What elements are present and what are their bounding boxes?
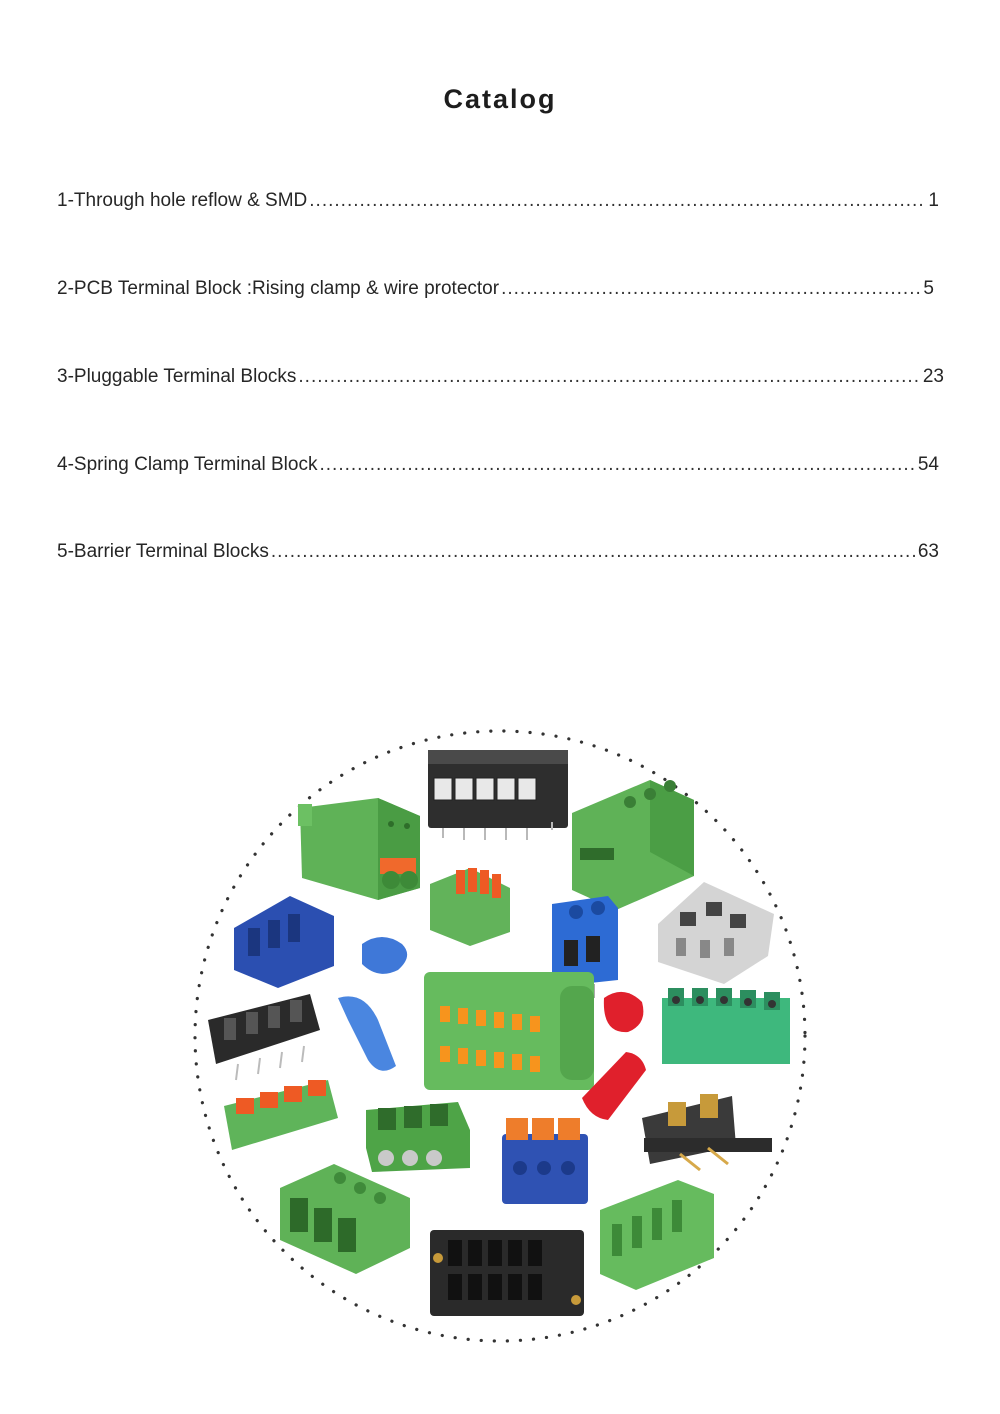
blue-terminal-orange-levers <box>502 1118 588 1204</box>
toc-dot-leader <box>309 190 926 212</box>
green-pcb-block-orange-push <box>224 1080 338 1150</box>
toc-page-number: 23 <box>922 366 944 387</box>
toc-entry-pluggable[interactable]: 3-Pluggable Terminal Blocks 23 <box>57 366 944 396</box>
toc-dot-leader <box>271 541 916 563</box>
toc-entry-barrier[interactable]: 5-Barrier Terminal Blocks 63 <box>57 541 939 571</box>
toc-entry-label: 5-Barrier Terminal Blocks <box>57 541 269 562</box>
toc-page-number: 54 <box>917 454 939 475</box>
green-pluggable-connector <box>298 798 420 900</box>
toc-dot-leader <box>501 278 921 300</box>
toc-page-number: 1 <box>928 190 939 211</box>
toc-entry-spring-clamp[interactable]: 4-Spring Clamp Terminal Block 54 <box>57 454 939 484</box>
green-pcb-header <box>572 780 694 910</box>
red-lever-clips <box>582 991 646 1120</box>
green-pcb-header-right <box>600 1180 714 1290</box>
blue-wire-clips <box>338 937 408 1071</box>
green-spring-terminal-orange-levers <box>430 868 510 946</box>
green-screw-terminal-block <box>366 1102 470 1172</box>
toc-entry-through-hole[interactable]: 1-Through hole reflow & SMD 1 <box>57 190 939 220</box>
toc-entry-label: 4-Spring Clamp Terminal Block <box>57 454 318 475</box>
toc-entry-label: 3-Pluggable Terminal Blocks <box>57 366 297 387</box>
green-double-row-spring-connector <box>424 972 594 1090</box>
toc-page-number: 63 <box>917 541 939 562</box>
page-title: Catalog <box>443 84 557 114</box>
product-collage-image <box>193 729 807 1343</box>
toc-dot-leader <box>319 454 915 476</box>
blue-terminal-block-left <box>234 896 334 988</box>
toc-page-number: 5 <box>923 278 934 299</box>
toc-entry-label: 2-PCB Terminal Block :Rising clamp & wir… <box>57 278 500 299</box>
black-barrier-block <box>208 994 320 1081</box>
toc-entry-pcb-terminal-block[interactable]: 2-PCB Terminal Block :Rising clamp & wir… <box>57 278 934 308</box>
green-pluggable-plug <box>280 1164 410 1274</box>
black-double-row-header <box>430 1230 584 1316</box>
blue-screw-terminal <box>552 896 618 1000</box>
toc-dot-leader <box>298 366 920 388</box>
dotted-circle-border <box>193 729 807 1343</box>
toc-entry-label: 1-Through hole reflow & SMD <box>57 190 308 211</box>
green-barrier-strip <box>662 988 790 1064</box>
grey-spring-clamp-terminal <box>658 882 774 984</box>
black-smd-terminal-block <box>428 750 568 840</box>
black-barrier-brass-screws <box>642 1094 772 1172</box>
